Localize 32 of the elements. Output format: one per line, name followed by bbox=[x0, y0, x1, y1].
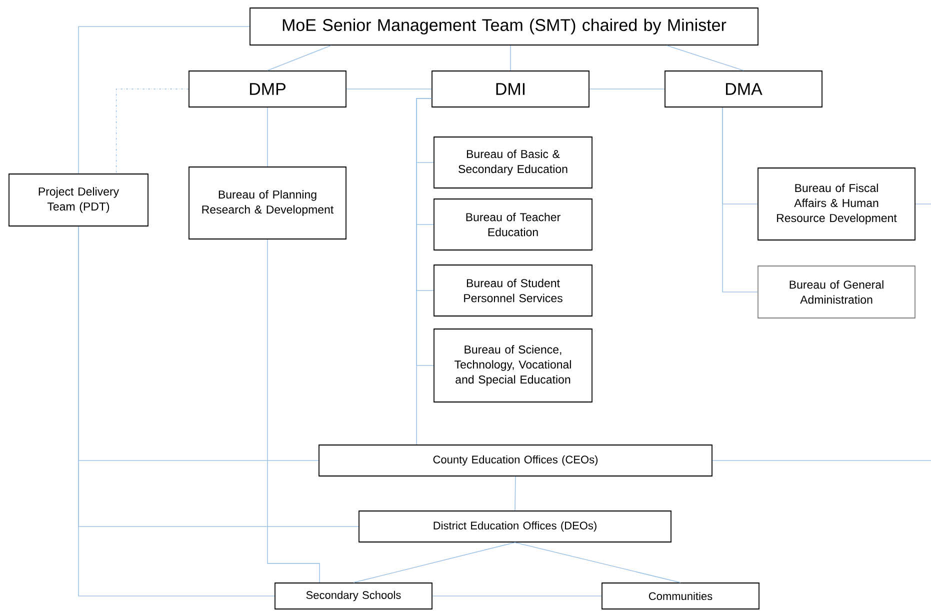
bureau-box: Bureau of Teacher Education bbox=[434, 198, 592, 250]
connector-line bbox=[78, 226, 275, 596]
bureau-box: Bureau of General Administration bbox=[758, 266, 916, 318]
bureau-box: Bureau of Basic & Secondary Education bbox=[434, 136, 592, 188]
bureau-box: Bureau of Fiscal Affairs & Human Resource Development bbox=[758, 168, 916, 240]
connector-line bbox=[267, 107, 268, 167]
department-box: DMA bbox=[664, 70, 822, 108]
bureau-box: Bureau of Planning Research & Development bbox=[188, 166, 346, 240]
team-box: MoE Senior Management Team (SMT) chaired by Minister bbox=[250, 8, 758, 46]
department-box: DMI bbox=[432, 70, 590, 108]
connector-line bbox=[416, 98, 432, 445]
connector-line bbox=[267, 239, 320, 583]
connector-line bbox=[712, 460, 931, 461]
team-box: Project Delivery Team (PDT) bbox=[8, 174, 148, 226]
connector-line bbox=[514, 476, 516, 511]
office-box: County Education Offices (CEOs) bbox=[318, 444, 712, 476]
community-box: Communities bbox=[602, 582, 760, 610]
connector-line bbox=[78, 26, 250, 174]
office-box: District Education Offices (DEOs) bbox=[358, 510, 672, 542]
bureau-box: Bureau of Student Personnel Services bbox=[434, 264, 592, 316]
connector-line bbox=[267, 45, 332, 71]
school-box: Secondary Schools bbox=[274, 582, 432, 610]
connector-line bbox=[514, 542, 681, 583]
connector-line bbox=[589, 88, 665, 90]
connector-line bbox=[346, 88, 432, 90]
connector-line bbox=[353, 542, 516, 583]
department-box: DMP bbox=[188, 70, 346, 108]
connector-line bbox=[666, 45, 744, 71]
connector-line bbox=[116, 88, 189, 174]
bureau-box: Bureau of Science, Technology, Vocational and Special Education bbox=[434, 328, 592, 402]
connector-line bbox=[510, 45, 511, 71]
connector-line bbox=[722, 107, 758, 292]
